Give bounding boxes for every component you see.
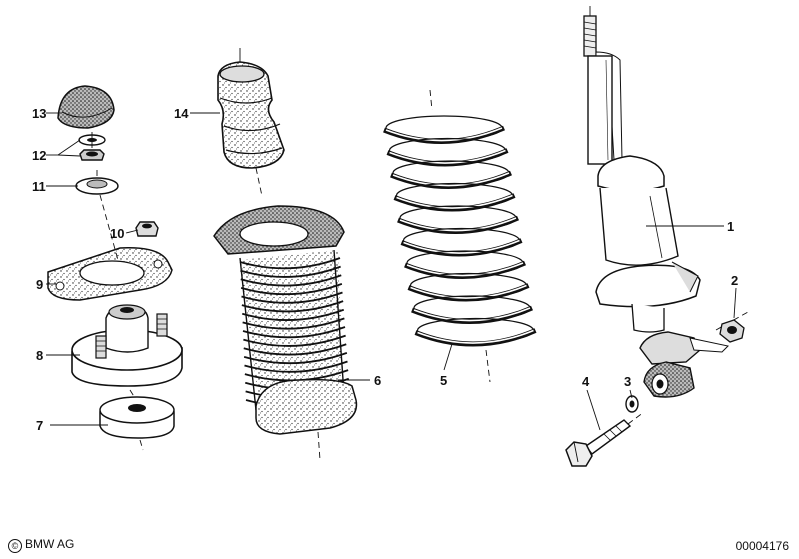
- callout-labels: 1 2 3 4 5 6 7 8 9 10 11 12 13 14: [32, 106, 738, 433]
- part-14-bump-stop: [217, 48, 285, 197]
- part-3-washer: [625, 395, 639, 413]
- callout-3: 3: [624, 374, 631, 389]
- bellows-fold: [243, 334, 346, 347]
- callout-9: 9: [36, 277, 43, 292]
- callout-13: 13: [32, 106, 46, 121]
- spring-coil-highlight: [392, 172, 510, 187]
- callout-10: 10: [110, 226, 124, 241]
- copyright-text: BMW AG: [25, 537, 75, 551]
- bellows-fold: [242, 317, 345, 330]
- spring-coil-highlight: [385, 127, 503, 142]
- callout-8: 8: [36, 348, 43, 363]
- bellows-fold: [243, 343, 347, 356]
- leader-lines: [46, 112, 737, 431]
- spring-coil-highlight: [406, 262, 524, 277]
- bellows-fold: [240, 274, 342, 287]
- part-6-protective-bellows: [213, 205, 358, 461]
- bellows-fold: [244, 360, 348, 373]
- spring-coil-highlight: [413, 307, 531, 322]
- callout-2: 2: [731, 273, 738, 288]
- spring-coil-highlight: [403, 239, 520, 254]
- part-9-gasket: [47, 247, 173, 301]
- callout-14: 14: [174, 106, 189, 121]
- part-12-washer-and-nut: [78, 134, 106, 161]
- part-11-dished-washer: [75, 177, 119, 195]
- copyright-footer: ©BMW AG: [8, 537, 74, 553]
- part-5-coil-spring: [383, 89, 537, 383]
- spring-coil-highlight: [396, 194, 513, 209]
- callout-7: 7: [36, 418, 43, 433]
- callout-12: 12: [32, 148, 46, 163]
- callout-1: 1: [727, 219, 734, 234]
- copyright-icon: ©: [8, 539, 22, 553]
- part-8-support-bearing: [71, 304, 183, 387]
- callout-6: 6: [374, 373, 381, 388]
- callout-4: 4: [582, 374, 590, 389]
- bellows-fold: [240, 283, 343, 296]
- bellows-fold: [241, 291, 343, 304]
- bellows-fold: [242, 326, 346, 339]
- part-10-nut: [135, 221, 159, 237]
- bellows-fold: [241, 300, 344, 313]
- bellows-fold: [242, 308, 345, 321]
- bellows-fold: [243, 352, 348, 365]
- spring-coil-highlight: [389, 149, 506, 164]
- spring-coil-highlight: [399, 217, 517, 232]
- bellows-fold: [240, 265, 341, 278]
- spring-coil-highlight: [417, 329, 534, 344]
- part-7-rubber-buffer: [99, 396, 175, 439]
- bellows-fold: [239, 257, 341, 270]
- callout-11: 11: [32, 179, 46, 194]
- part-4-hex-bolt: [565, 411, 645, 467]
- spring-coil-highlight: [410, 284, 527, 299]
- part-13-rubber-cap: [57, 85, 115, 129]
- diagram-number: 00004176: [735, 539, 789, 553]
- callout-5: 5: [440, 373, 447, 388]
- part-1-shock-absorber: [583, 6, 749, 398]
- part-2-nut: [719, 319, 745, 343]
